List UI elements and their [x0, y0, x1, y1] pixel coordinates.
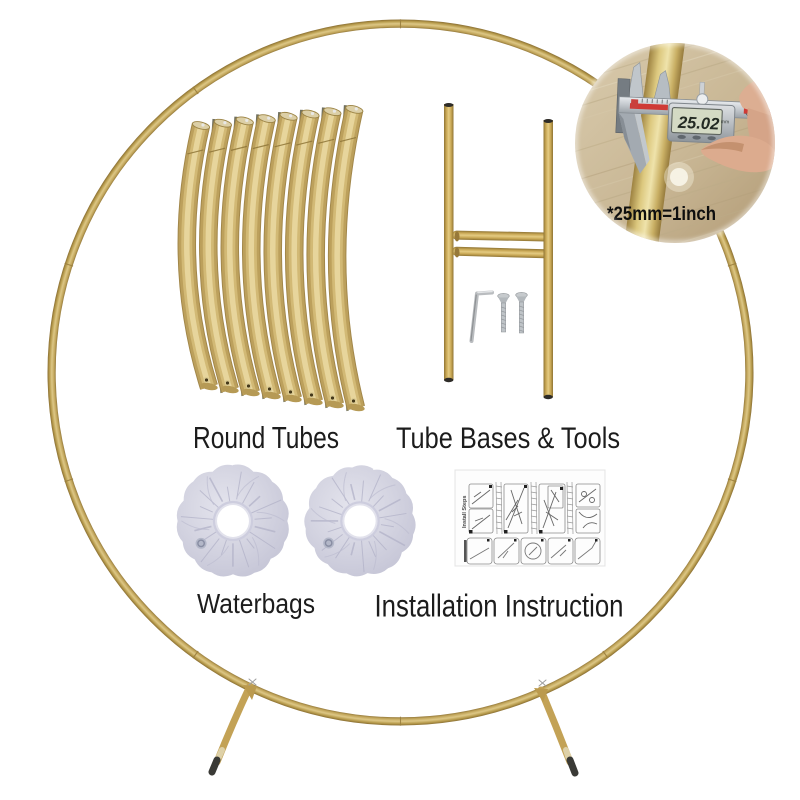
svg-text:Installation Instruction: Installation Instruction: [375, 588, 624, 624]
svg-text:mm: mm: [721, 119, 730, 125]
svg-text:*25mm=1inch: *25mm=1inch: [607, 203, 716, 225]
svg-text:Round Tubes: Round Tubes: [193, 421, 339, 455]
svg-text:Tube Bases & Tools: Tube Bases & Tools: [396, 422, 620, 455]
svg-text:25.02: 25.02: [677, 114, 720, 134]
svg-text:Waterbags: Waterbags: [197, 588, 315, 619]
svg-text:Install Steps: Install Steps: [462, 496, 468, 528]
